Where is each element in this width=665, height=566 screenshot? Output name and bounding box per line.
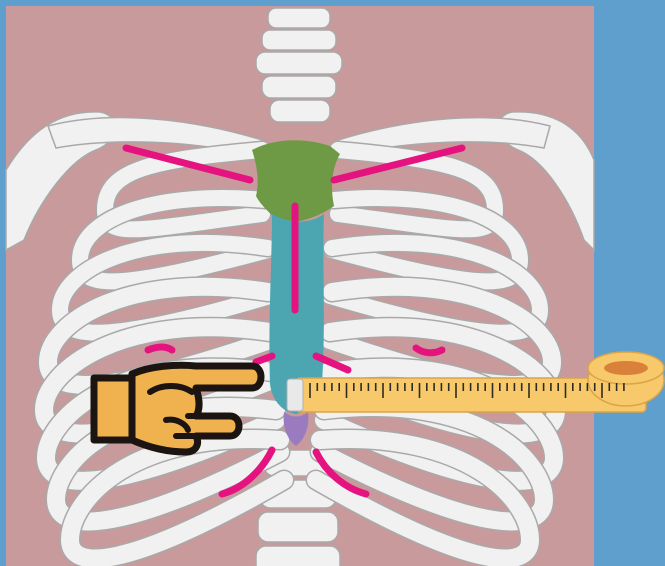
tape-roll-core (604, 361, 648, 375)
guide-line (148, 347, 172, 350)
tape-end-clip (287, 379, 303, 411)
